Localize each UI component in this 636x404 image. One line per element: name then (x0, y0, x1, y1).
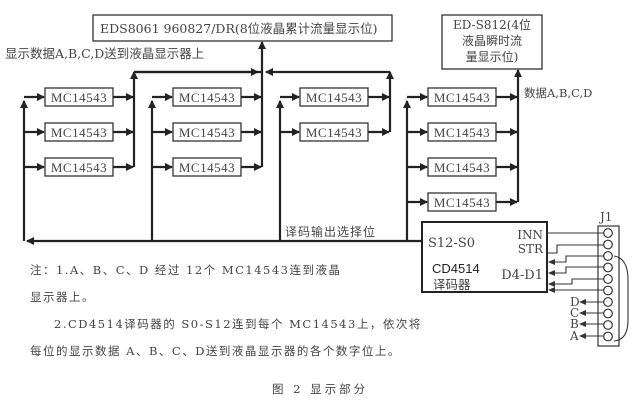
note-line-3: 2.CD4514译码器的 S0-S12连到每个 MC14543上，依次将 (54, 317, 422, 331)
j1-pin (603, 320, 613, 330)
j1-output-c: C (570, 306, 579, 320)
chip-label: MC14543 (306, 90, 362, 105)
chip-label: MC14543 (179, 160, 235, 175)
mc14543-chip: MC14543 (407, 87, 518, 107)
mc14543-chip: MC14543 (407, 192, 518, 212)
mc14543-chip: MC14543 (280, 87, 390, 107)
chip-label: MC14543 (434, 160, 490, 175)
chip-body (427, 122, 497, 142)
j1-pin (603, 274, 613, 284)
chip-body (427, 157, 497, 177)
j1-pin (603, 331, 613, 342)
eds8061-label: EDS8061 960827/DR(8位液晶累计流量显示位) (100, 21, 378, 36)
j1-pin (603, 251, 613, 261)
cd4514-decoder: S12-S0 INN STR D4-D1 CD4514 译码器 (421, 221, 548, 293)
mc14543-chip: MC14543 (152, 122, 262, 142)
decoder-pin-d4-d1: D4-D1 (501, 268, 543, 283)
chip-label: MC14543 (179, 90, 235, 105)
chip-body (44, 87, 114, 107)
j1-connector: J1 D C B A (547, 210, 629, 347)
j1-pin (603, 308, 613, 319)
chip-label: MC14543 (306, 125, 362, 140)
chip-label: MC14543 (179, 125, 235, 140)
figure-caption: 图 2 显示部分 (272, 382, 369, 396)
decode-select-label: 译码输出选择位 (285, 224, 376, 239)
chip-body (299, 122, 369, 142)
eds812-label-line3: 量显示位) (466, 49, 519, 64)
chip-label: MC14543 (434, 90, 490, 105)
j1-pin (603, 228, 613, 238)
data-bus-wires (20, 41, 522, 245)
eds812-label-line2: 液晶瞬时流 (462, 33, 522, 48)
decoder-subtitle: 译码器 (433, 277, 471, 292)
chip-body (172, 87, 242, 107)
chip-body (44, 122, 114, 142)
chip-body (44, 157, 114, 177)
mc14543-chip: MC14543 (280, 122, 390, 142)
note-line-2: 显示器上。 (30, 290, 95, 304)
chip-body (172, 122, 242, 142)
j1-output-a: A (569, 329, 579, 343)
mc14543-chip: MC14543 (407, 157, 518, 177)
decoder-pin-s12-s0: S12-S0 (428, 236, 475, 251)
mc14543-chip: MC14543 (24, 157, 134, 177)
j1-label: J1 (598, 210, 612, 224)
mc14543-chips: MC14543MC14543MC14543MC14543MC14543MC145… (24, 87, 518, 212)
eds812-label-line1: ED-S812(4位 (453, 17, 531, 32)
j1-pin (603, 262, 613, 273)
chip-label: MC14543 (51, 90, 107, 105)
note-line-4: 每位的显示数据 A、B、C、D送到液晶显示器的各个数字位上。 (30, 344, 401, 358)
chip-body (299, 87, 369, 107)
chip-body (427, 192, 497, 212)
j1-output-d: D (570, 295, 580, 309)
note-line-1: 注：1.A、B、C、D 经过 12个 MC14543连到液晶 (30, 263, 342, 277)
chip-label: MC14543 (51, 125, 107, 140)
mc14543-chip: MC14543 (152, 157, 262, 177)
data-abcd-label: 数据A,B,C,D (524, 86, 592, 100)
chip-body (427, 87, 497, 107)
j1-pin (603, 239, 613, 250)
chip-body (172, 157, 242, 177)
chip-label: MC14543 (51, 160, 107, 175)
j1-pin (603, 285, 613, 296)
eds8061-display-box: EDS8061 960827/DR(8位液晶累计流量显示位) (92, 14, 393, 42)
j1-output-b: B (570, 317, 579, 331)
j1-pin (603, 297, 613, 307)
decoder-name: CD4514 (432, 261, 480, 276)
mc14543-chip: MC14543 (24, 87, 134, 107)
eds812-display-box: ED-S812(4位 液晶瞬时流 量显示位) (441, 14, 543, 70)
mc14543-chip: MC14543 (407, 122, 518, 142)
mc14543-chip: MC14543 (152, 87, 262, 107)
chip-label: MC14543 (434, 125, 490, 140)
data-to-lcd-label: 显示数据A,B,C,D送到液晶显示器上 (5, 46, 204, 61)
decoder-pin-str: STR (518, 242, 544, 256)
chip-label: MC14543 (434, 195, 490, 210)
mc14543-chip: MC14543 (24, 122, 134, 142)
decoder-pin-inn: INN (517, 228, 543, 242)
